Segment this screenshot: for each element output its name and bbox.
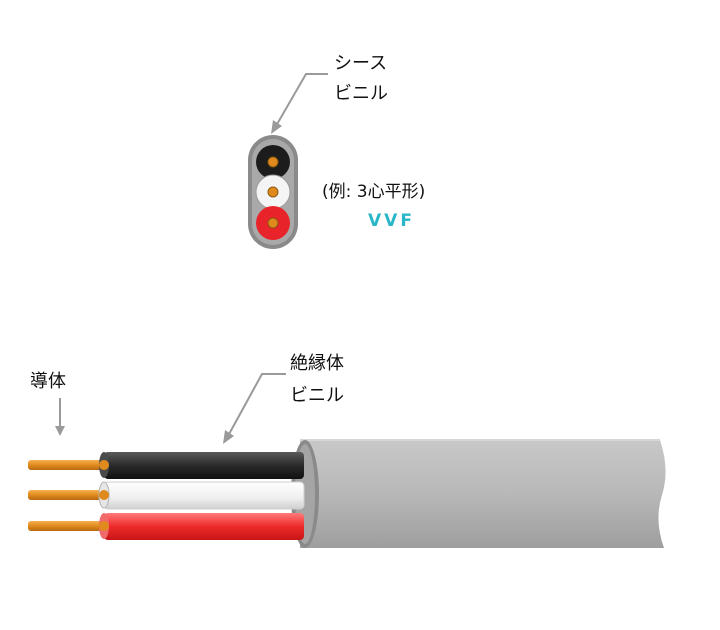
conductor-arrow-icon <box>55 398 65 436</box>
core-red <box>256 206 290 240</box>
sheath-label-line1: シース <box>334 53 388 74</box>
insulator-label-line1: 絶縁体 <box>290 353 344 374</box>
leader-arrow-icon <box>223 373 286 444</box>
side-view <box>28 373 666 548</box>
cross-section <box>248 73 328 249</box>
cable-code-label: VVF <box>368 211 415 231</box>
insulator-label-line2: ビニル <box>290 385 344 406</box>
wire-red <box>99 513 304 540</box>
core-white <box>255 174 291 210</box>
wire-white <box>98 481 305 510</box>
wire-black <box>99 452 304 479</box>
leader-arrow-icon <box>271 73 328 134</box>
conductor-label: 導体 <box>30 371 66 392</box>
example-label: (例: 3心平形) <box>322 182 426 202</box>
sheath-side <box>300 440 666 548</box>
sheath-label-line2: ビニル <box>334 83 388 104</box>
conductor-wires <box>28 460 106 531</box>
core-black <box>256 145 290 179</box>
